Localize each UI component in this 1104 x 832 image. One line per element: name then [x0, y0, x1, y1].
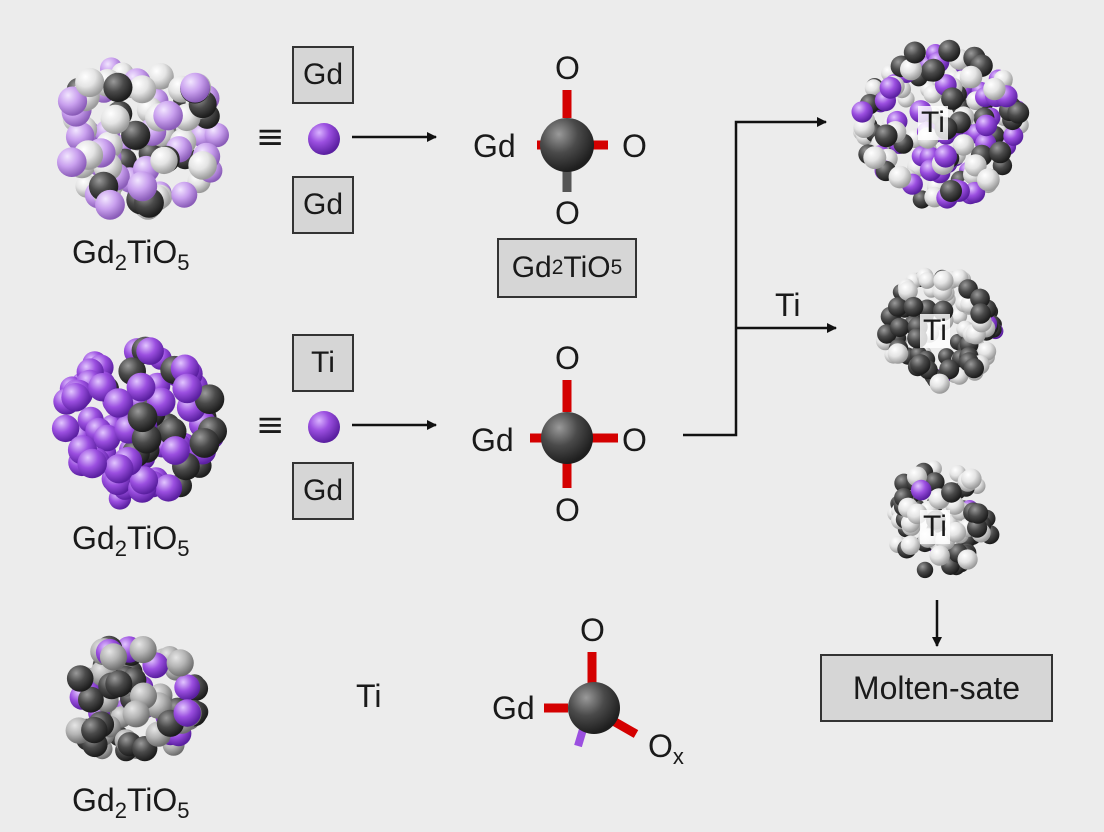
branch-label: Ti	[775, 287, 800, 324]
molecule-row2	[530, 380, 618, 488]
row3-mol-top: O	[580, 612, 605, 649]
cluster-row3	[40, 620, 230, 780]
row2-mol-top: O	[555, 340, 580, 377]
branch-connector	[683, 122, 826, 435]
row1-box-top: Gd	[292, 46, 354, 104]
purple-atom-row2	[308, 411, 340, 443]
cluster-row1	[40, 40, 240, 230]
row2-equiv-symbol: ≡	[256, 405, 285, 445]
row2-mol-bottom: O	[555, 492, 580, 529]
row1-mol-top: O	[555, 50, 580, 87]
cluster-row2	[40, 330, 240, 520]
row3-mol-right: Ox	[648, 728, 684, 770]
right-cluster1-label: Ti	[918, 106, 948, 140]
row3-label: Ti	[356, 678, 381, 715]
row1-mol-right: O	[622, 128, 647, 165]
molecule-row1	[537, 90, 608, 192]
row3-cluster-caption: Gd2TiO5	[72, 782, 190, 824]
right-cluster3-label: Ti	[920, 510, 950, 544]
purple-atom-row1	[308, 123, 340, 155]
row1-cluster-caption: Gd2TiO5	[72, 234, 190, 276]
row2-mol-right: O	[622, 422, 647, 459]
row2-box-top: Ti	[292, 334, 354, 392]
row3-mol-left: Gd	[492, 690, 535, 727]
row1-box-bottom: Gd	[292, 176, 354, 234]
molten-state-box: Molten-sate	[820, 654, 1053, 722]
row2-mol-left: Gd	[471, 422, 514, 459]
row1-mol-left: Gd	[473, 128, 516, 165]
right-cluster2-label: Ti	[920, 314, 950, 348]
row2-cluster-caption: Gd2TiO5	[72, 520, 190, 562]
row1-equiv-symbol: ≡	[256, 117, 285, 157]
row1-mol-bottom: O	[555, 195, 580, 232]
molecule-row3	[544, 652, 636, 746]
row2-box-bottom: Gd	[292, 462, 354, 520]
